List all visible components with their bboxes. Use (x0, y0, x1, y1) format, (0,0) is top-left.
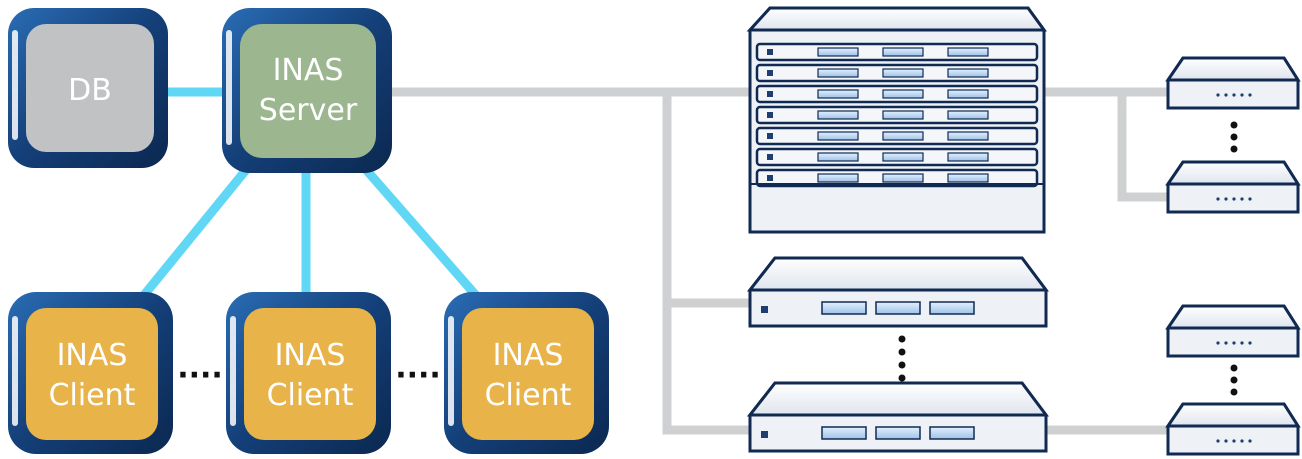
terminal-dots-lower (1230, 364, 1238, 396)
rack-units (755, 42, 1039, 188)
switch-icon-bottom (746, 381, 1049, 453)
server-label-line1: INAS (273, 53, 344, 88)
blue-links (136, 87, 484, 303)
client-ellipsis-2: ···· (395, 358, 441, 393)
rack-server-icon (746, 6, 1047, 234)
client-node-1: INAS Client (8, 292, 173, 454)
terminal-devices (1165, 56, 1301, 456)
db-node: DB (8, 8, 168, 168)
switch-icon-top (746, 256, 1049, 328)
rack-unit (755, 63, 1039, 83)
link-server-client-1 (136, 162, 254, 303)
rack-unit (755, 168, 1039, 188)
client-1-label-line2: Client (49, 378, 136, 413)
terminal-device-3 (1165, 304, 1301, 358)
terminal-dots-upper (1230, 121, 1238, 153)
link-server-client-3 (358, 162, 484, 303)
server-label-line2: Server (259, 93, 358, 128)
client-node-3: INAS Client (444, 292, 609, 454)
terminal-device-1 (1165, 56, 1301, 110)
rack-unit (755, 105, 1039, 125)
client-2-label-line2: Client (267, 378, 354, 413)
terminal-device-4 (1165, 402, 1301, 456)
rack-unit (755, 147, 1039, 167)
client-1-label-line1: INAS (57, 338, 128, 373)
gray-links (385, 87, 1175, 435)
rack-unit (755, 84, 1039, 104)
db-label: DB (68, 73, 112, 108)
terminal-device-2 (1165, 160, 1301, 214)
client-node-2: INAS Client (226, 292, 391, 454)
client-2-label-line1: INAS (275, 338, 346, 373)
switch-vertical-dots (898, 335, 906, 382)
rack-unit (755, 42, 1039, 62)
server-node: INAS Server (222, 8, 392, 173)
client-3-label-line1: INAS (493, 338, 564, 373)
client-ellipsis-1: ···· (177, 358, 223, 393)
rack-unit (755, 126, 1039, 146)
client-3-label-line2: Client (485, 378, 572, 413)
